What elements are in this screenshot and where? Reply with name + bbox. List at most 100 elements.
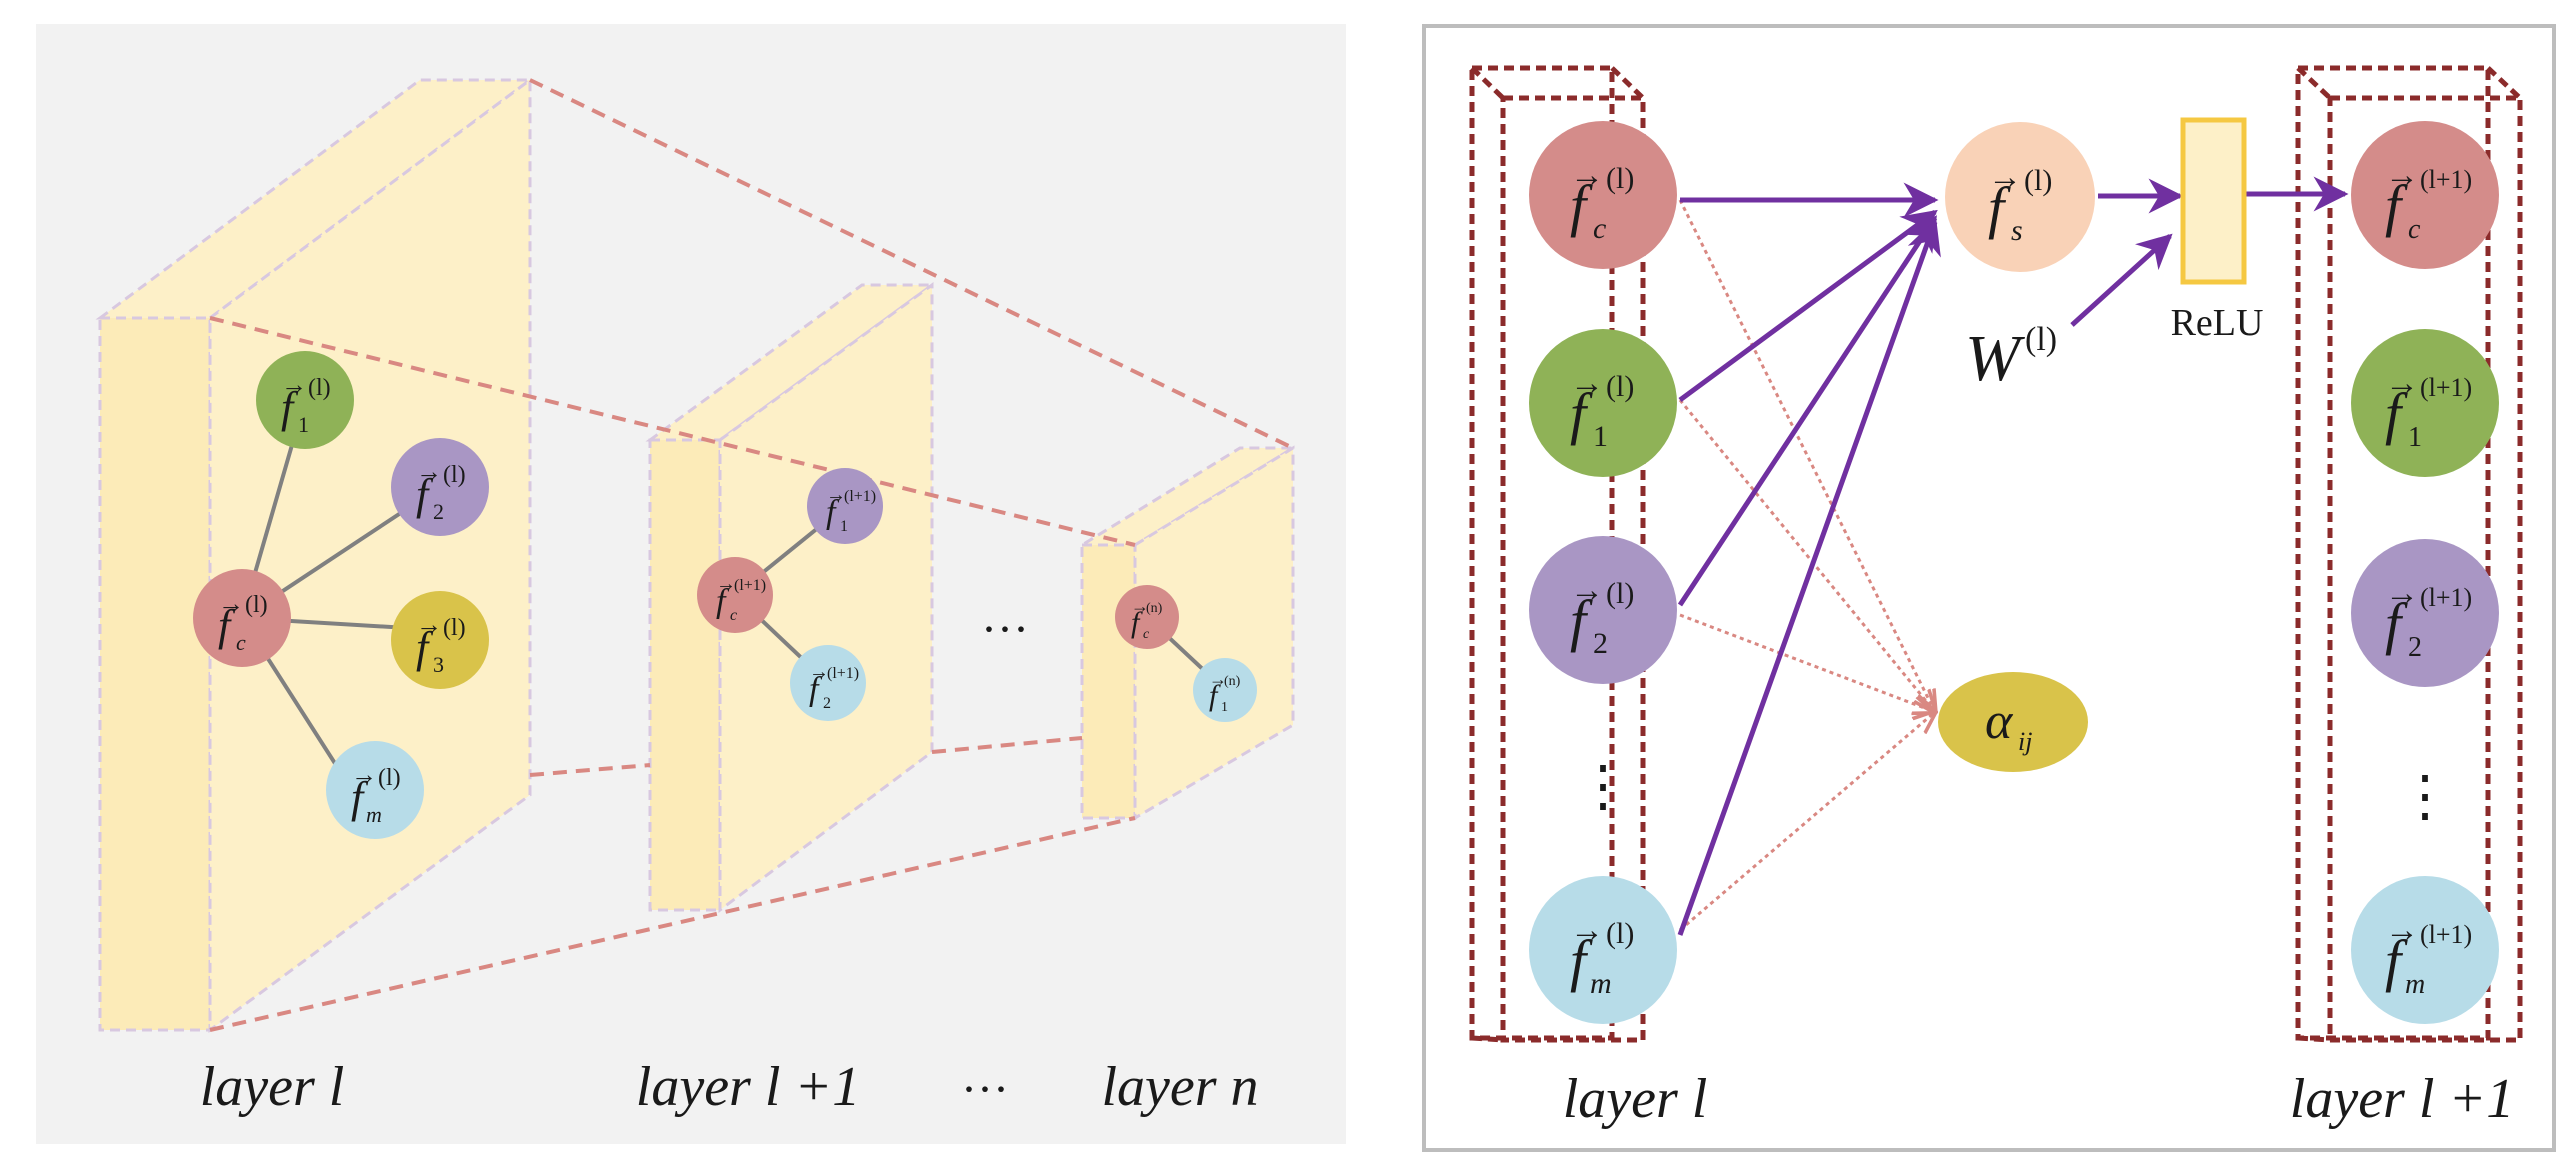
svg-text:(l+1): (l+1)	[827, 665, 859, 682]
node-f3-l: f → 3 (l)	[391, 591, 489, 689]
rnode-fc-l1: f → c (l+1)	[2351, 121, 2499, 269]
svg-text:c: c	[730, 607, 737, 624]
svg-text:m: m	[366, 802, 382, 827]
svg-text:ij: ij	[2018, 727, 2032, 756]
box-layer-l1	[2295, 65, 2523, 1043]
svg-text:(n): (n)	[1224, 674, 1241, 689]
svg-text:c: c	[2408, 214, 2421, 245]
node-fc-n: f → c (n)	[1115, 585, 1179, 649]
slab-layer-n	[1076, 445, 1299, 821]
svg-text:(l): (l)	[2024, 164, 2052, 197]
svg-text:(l): (l)	[2025, 321, 2057, 358]
svg-text:(l): (l)	[443, 615, 466, 641]
svg-text:m: m	[2405, 969, 2425, 1000]
node-fc-l1: f → c (l+1)	[697, 557, 773, 633]
caption-layer-l1: layer l +1	[636, 1056, 860, 1118]
node-f2-l: f → 2 (l)	[391, 438, 489, 536]
svg-text:→: →	[1570, 912, 1604, 949]
svg-text:c: c	[1143, 627, 1150, 642]
aggregation-arrows	[1677, 176, 2349, 936]
svg-text:c: c	[236, 630, 246, 655]
svg-text:→: →	[1988, 159, 2022, 196]
rcaption-layer-l1: layer l +1	[2290, 1068, 2514, 1130]
node-f1-l: f → 1 (l)	[256, 351, 354, 449]
svg-text:→: →	[716, 573, 736, 595]
svg-text:(l): (l)	[1606, 370, 1634, 403]
rnode-f1-l1: f → 1 (l+1)	[2351, 329, 2499, 477]
slab-layer-l1	[645, 282, 937, 913]
svg-text:→: →	[281, 370, 307, 399]
rnode-f2-l: f → 2 (l)	[1529, 536, 1677, 684]
rnode-alpha: α ij	[1938, 672, 2088, 772]
node-fc-l: f → c (l)	[193, 569, 291, 667]
svg-text:→: →	[809, 661, 829, 683]
svg-text:(l+1): (l+1)	[734, 577, 766, 594]
svg-text:→: →	[218, 589, 244, 618]
svg-text:(l): (l)	[245, 592, 268, 618]
rnode-fm-l1: f → m (l+1)	[2351, 876, 2499, 1024]
svg-text:→: →	[2385, 157, 2419, 194]
svg-text:→: →	[2385, 365, 2419, 402]
svg-text:(l+1): (l+1)	[844, 488, 876, 505]
rcaption-layer-l: layer l	[1563, 1068, 1708, 1130]
node-fm-l: f → m (l)	[326, 741, 424, 839]
svg-text:2: 2	[2408, 632, 2422, 663]
weight-label: W (l)	[1965, 321, 2057, 395]
svg-text:→: →	[1570, 365, 1604, 402]
rnode-f2-l1: f → 2 (l+1)	[2351, 539, 2499, 687]
rnode-fc-l: f → c (l)	[1529, 121, 1677, 269]
svg-text:(l): (l)	[443, 462, 466, 488]
svg-text:s: s	[2011, 214, 2023, 247]
svg-text:3: 3	[433, 652, 444, 677]
rdots-right: ⋮	[2397, 766, 2453, 828]
connector-lines	[209, 78, 1294, 1032]
right-panel: f → c (l) f → 1 (l) f → 2 (l) ⋮ f → m (l…	[1422, 24, 2556, 1152]
svg-text:→: →	[416, 457, 442, 486]
svg-text:(l+1): (l+1)	[2420, 583, 2472, 612]
rnode-f1-l: f → 1 (l)	[1529, 329, 1677, 477]
svg-text:1: 1	[1221, 700, 1228, 715]
svg-text:1: 1	[840, 518, 848, 535]
node-f2-l1: f → 2 (l+1)	[790, 645, 866, 721]
svg-text:(l): (l)	[378, 765, 401, 791]
svg-text:(l): (l)	[1606, 577, 1634, 610]
svg-text:→: →	[416, 610, 442, 639]
svg-text:(n): (n)	[1146, 601, 1163, 616]
svg-text:c: c	[1593, 212, 1606, 245]
svg-text:→: →	[2385, 575, 2419, 612]
svg-text:(l+1): (l+1)	[2420, 373, 2472, 402]
svg-text:2: 2	[1593, 627, 1608, 660]
rnode-fm-l: f → m (l)	[1529, 876, 1677, 1024]
svg-text:2: 2	[823, 695, 831, 712]
svg-text:1: 1	[1593, 420, 1608, 453]
svg-text:(l): (l)	[1606, 917, 1634, 950]
left-panel: f → c (l) f → 1 (l) f → 2 (l) f → 3 (l)	[36, 24, 1346, 1144]
svg-text:→: →	[2385, 912, 2419, 949]
svg-text:1: 1	[298, 412, 309, 437]
svg-text:(l): (l)	[308, 375, 331, 401]
svg-text:2: 2	[433, 499, 444, 524]
slab-layer-l	[95, 77, 535, 1033]
relu-label: ReLU	[2171, 302, 2264, 344]
svg-text:→: →	[1570, 572, 1604, 609]
svg-text:m: m	[1590, 967, 1612, 1000]
svg-text:(l+1): (l+1)	[2420, 165, 2472, 194]
svg-text:→: →	[1209, 669, 1227, 689]
node-f1-l1: f → 1 (l+1)	[807, 468, 883, 544]
svg-text:→: →	[351, 760, 377, 789]
svg-text:(l+1): (l+1)	[2420, 920, 2472, 949]
middle-dots: ···	[981, 603, 1029, 656]
svg-text:α: α	[1985, 693, 2014, 750]
svg-text:(l): (l)	[1606, 162, 1634, 195]
svg-text:W: W	[1965, 322, 2025, 395]
svg-text:→: →	[826, 484, 846, 506]
rnode-fs: f → s (l)	[1945, 122, 2095, 272]
caption-layer-l: layer l	[200, 1056, 345, 1118]
relu-box	[2180, 117, 2247, 285]
svg-text:→: →	[1131, 596, 1149, 616]
rdots-left: ⋮	[1575, 756, 1631, 818]
svg-text:1: 1	[2408, 422, 2422, 453]
caption-layer-n: layer n	[1101, 1056, 1258, 1118]
attention-arrows	[1678, 199, 1935, 932]
